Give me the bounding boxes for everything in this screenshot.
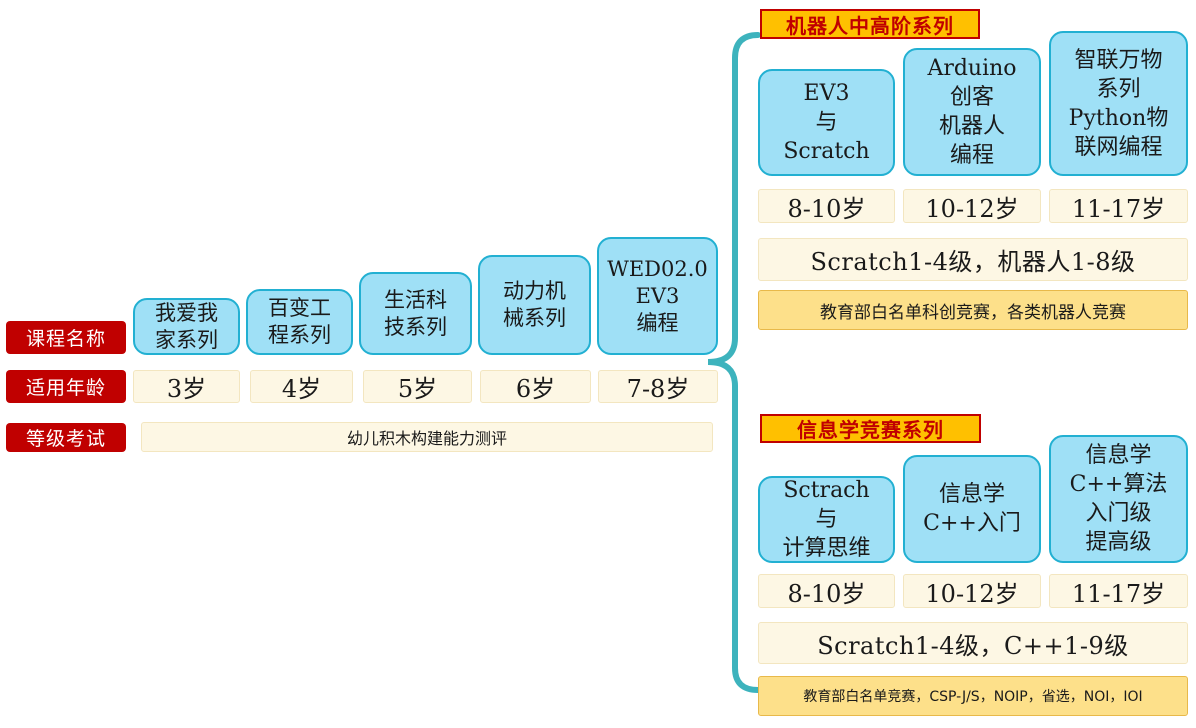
course-box-basic-5: WED02.0 EV3 编程 xyxy=(597,237,718,355)
series-title-robotics: 机器人中高阶系列 xyxy=(760,9,980,39)
age-box-robotics-2: 10-12岁 xyxy=(903,189,1041,223)
competition-box-robotics: 教育部白名单科创竞赛，各类机器人竞赛 xyxy=(758,290,1188,330)
course-box-basic-3: 生活科 技系列 xyxy=(359,272,472,355)
age-box-robotics-3: 11-17岁 xyxy=(1049,189,1188,223)
row-label-course-name: 课程名称 xyxy=(6,321,126,354)
level-box-robotics: Scratch1-4级，机器人1-8级 xyxy=(758,238,1188,281)
course-box-robotics-1: EV3 与 Scratch xyxy=(758,69,895,176)
level-box-informatics: Scratch1-4级，C++1-9级 xyxy=(758,622,1188,664)
age-box-basic-4: 6岁 xyxy=(480,370,591,403)
course-box-robotics-3: 智联万物 系列 Python物 联网编程 xyxy=(1049,31,1188,176)
row-label-age-range: 适用年龄 xyxy=(6,370,126,403)
course-box-robotics-2: Arduino 创客 机器人 编程 xyxy=(903,48,1041,176)
series-title-informatics: 信息学竞赛系列 xyxy=(760,414,981,443)
age-box-robotics-1: 8-10岁 xyxy=(758,189,895,223)
assessment-box: 幼儿积木构建能力测评 xyxy=(141,422,713,452)
age-box-informatics-2: 10-12岁 xyxy=(903,574,1041,608)
age-box-basic-2: 4岁 xyxy=(250,370,353,403)
course-box-informatics-3: 信息学 C++算法 入门级 提高级 xyxy=(1049,435,1188,563)
age-box-basic-1: 3岁 xyxy=(133,370,240,403)
course-box-basic-2: 百变工 程系列 xyxy=(246,289,353,355)
row-label-exam: 等级考试 xyxy=(6,423,126,452)
age-box-informatics-1: 8-10岁 xyxy=(758,574,895,608)
age-box-basic-5: 7-8岁 xyxy=(598,370,718,403)
course-box-basic-4: 动力机 械系列 xyxy=(478,255,591,355)
age-box-informatics-3: 11-17岁 xyxy=(1049,574,1188,608)
course-box-informatics-1: Sctrach 与 计算思维 xyxy=(758,476,895,563)
age-box-basic-3: 5岁 xyxy=(363,370,472,403)
competition-box-informatics: 教育部白名单竞赛，CSP-J/S，NOIP，省选，NOI，IOI xyxy=(758,676,1188,716)
course-box-basic-1: 我爱我 家系列 xyxy=(133,298,240,355)
course-box-informatics-2: 信息学 C++入门 xyxy=(903,455,1041,563)
